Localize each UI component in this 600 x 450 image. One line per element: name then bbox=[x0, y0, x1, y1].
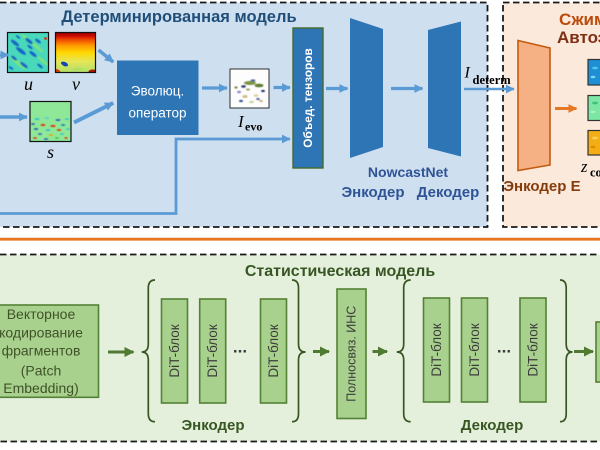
svg-text:кодирование: кодирование bbox=[0, 325, 83, 341]
svg-text:...: ... bbox=[233, 338, 247, 357]
svg-text:DiT-блок: DiT-блок bbox=[205, 324, 220, 377]
svg-text:Детерминированная модель: Детерминированная модель bbox=[61, 8, 296, 26]
svg-text:Объед. тензоров: Объед. тензоров bbox=[301, 48, 315, 147]
svg-text:(Patch: (Patch bbox=[21, 362, 61, 378]
svg-text:DiT-блок: DiT-блок bbox=[266, 324, 281, 377]
svg-text:оператор: оператор bbox=[128, 106, 186, 121]
svg-text:Декодер: Декодер bbox=[461, 417, 524, 434]
svg-text:Энкодер Е: Энкодер Е bbox=[503, 178, 580, 195]
svg-text:DiT-блок: DiT-блок bbox=[526, 323, 541, 376]
svg-text:s: s bbox=[47, 142, 54, 162]
svg-text:determ: determ bbox=[473, 73, 512, 87]
svg-text:Автоэнкодер: Автоэнкодер bbox=[557, 28, 600, 47]
svg-text:Статистическая модель: Статистическая модель bbox=[245, 263, 436, 280]
svg-text:DiT-блок: DiT-блок bbox=[467, 323, 482, 376]
svg-text:DiT-блок: DiT-блок bbox=[429, 323, 444, 376]
svg-text:u: u bbox=[24, 74, 33, 94]
svg-text:NowcastNet: NowcastNet bbox=[368, 164, 448, 180]
svg-text:I: I bbox=[464, 65, 471, 82]
svg-text:Векторное: Векторное bbox=[7, 306, 76, 322]
svg-text:Эволюц.: Эволюц. bbox=[131, 84, 184, 99]
svg-text:DiT-блок: DiT-блок bbox=[167, 324, 182, 377]
svg-text:Декодер: Декодер bbox=[417, 184, 480, 201]
svg-text:Сжимающий: Сжимающий bbox=[559, 10, 600, 29]
svg-text:Полносвяз. ИНС: Полносвяз. ИНС bbox=[345, 306, 359, 402]
svg-text:фрагментов: фрагментов bbox=[2, 343, 81, 359]
svg-text:Энкодер: Энкодер bbox=[181, 417, 244, 434]
svg-text:Embedding): Embedding) bbox=[3, 380, 79, 396]
svg-text:evo: evo bbox=[245, 120, 262, 134]
svg-text:I: I bbox=[237, 112, 245, 131]
svg-text:z: z bbox=[580, 157, 588, 176]
svg-text:compr: compr bbox=[590, 166, 600, 180]
svg-text:v: v bbox=[72, 74, 80, 94]
svg-text:Энкодер: Энкодер bbox=[341, 184, 404, 201]
svg-text:...: ... bbox=[497, 338, 511, 357]
